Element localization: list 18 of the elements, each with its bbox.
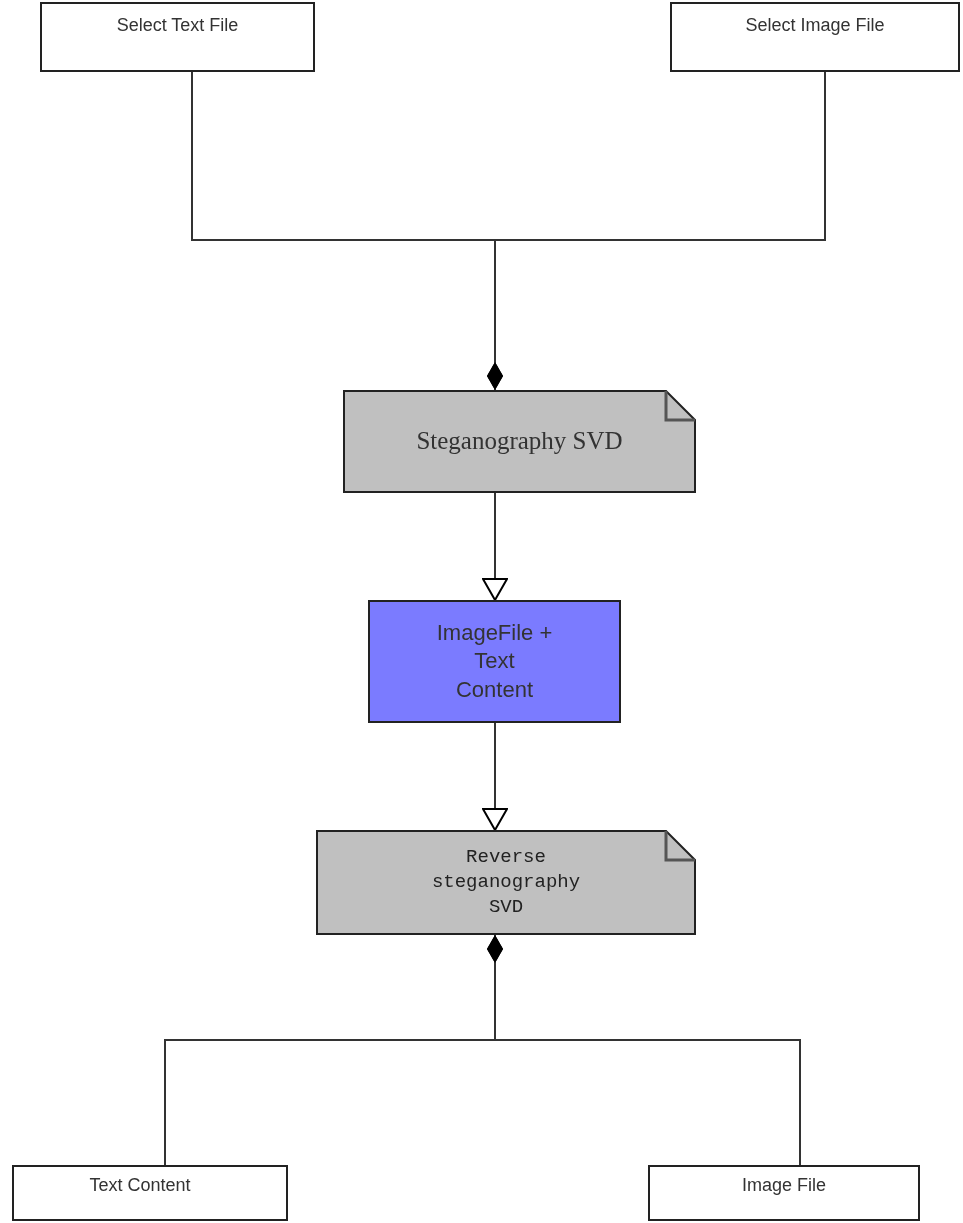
connector xyxy=(487,71,826,391)
node-label: Reverse steganography SVD xyxy=(430,845,582,920)
note-shape xyxy=(343,390,696,493)
process-box xyxy=(648,1165,920,1221)
process-box xyxy=(368,600,621,723)
node-label: Select Image File xyxy=(745,14,885,38)
node-label: Select Text File xyxy=(116,14,239,38)
node-label: Image File xyxy=(741,1174,826,1198)
node-label: Text Content xyxy=(89,1174,191,1198)
process-box xyxy=(40,2,315,72)
connector xyxy=(487,934,801,1166)
connector xyxy=(482,492,508,601)
node-label: Steganography SVD xyxy=(416,426,623,457)
process-box xyxy=(12,1165,288,1221)
note-shape xyxy=(316,830,696,935)
process-box xyxy=(670,2,960,72)
node-label: ImageFile + Text Content xyxy=(435,618,554,704)
connector xyxy=(482,722,508,831)
